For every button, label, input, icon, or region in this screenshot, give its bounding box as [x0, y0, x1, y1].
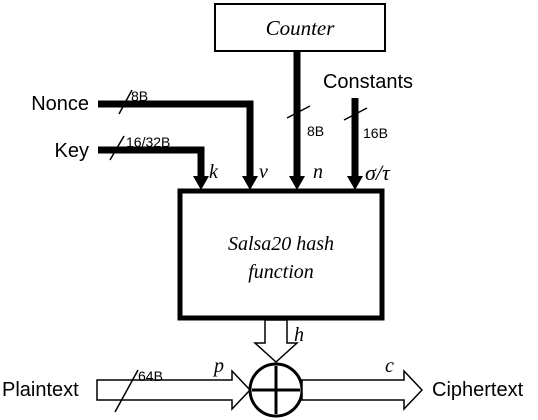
- port-k-label: k: [209, 161, 219, 183]
- nonce-bus: [98, 100, 254, 178]
- hash-function-label-line1: Salsa20 hash: [228, 233, 334, 255]
- nonce-arrowhead: [242, 176, 258, 190]
- constants-label: Constants: [323, 71, 413, 93]
- port-sigma-tau-label: σ/τ: [365, 160, 391, 185]
- counter-arrowhead: [289, 176, 305, 190]
- port-h-label: h: [294, 324, 304, 346]
- counter-box-label: Counter: [266, 16, 336, 40]
- hash-function-box: [177, 188, 385, 321]
- key-width-label: 16/32B: [126, 134, 170, 150]
- constants-width-slash: [343, 107, 368, 121]
- port-n-label: n: [313, 161, 323, 183]
- plaintext-arrow: [96, 369, 252, 411]
- port-v-label: v: [259, 161, 268, 183]
- key-arrowhead: [193, 176, 209, 190]
- counter-width-label: 8B: [307, 123, 324, 139]
- counter-width-slash: [286, 105, 311, 119]
- port-p-label: p: [212, 355, 224, 377]
- key-bus: [98, 146, 205, 178]
- port-c-label: c: [385, 355, 394, 377]
- key-width-slash: [109, 135, 125, 161]
- ciphertext-label: Ciphertext: [432, 379, 524, 401]
- hash-output-arrow: [253, 319, 299, 364]
- nonce-label: Nonce: [31, 93, 89, 115]
- nonce-width-slash: [118, 89, 133, 115]
- nonce-width-label: 8B: [131, 88, 148, 104]
- constants-arrowhead: [347, 176, 363, 190]
- plaintext-label: Plaintext: [2, 379, 79, 401]
- ciphertext-arrow: [301, 369, 424, 411]
- counter-box: [214, 3, 386, 52]
- plaintext-width-label: 64B: [138, 368, 163, 384]
- hash-function-label-line2: function: [248, 261, 314, 283]
- constants-width-label: 16B: [363, 125, 388, 141]
- key-label: Key: [55, 140, 89, 162]
- plaintext-width-slash: [114, 369, 139, 413]
